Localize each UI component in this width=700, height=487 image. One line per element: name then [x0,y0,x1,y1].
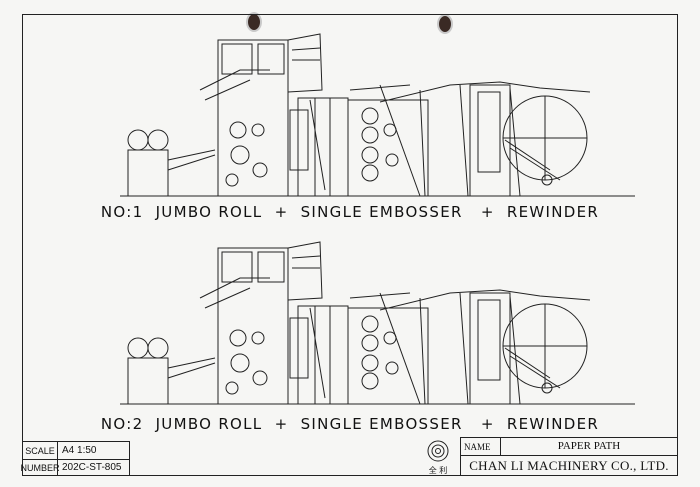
caption-line-2: NO:2 JUMBO ROLL + SINGLE EMBOSSER + REWI… [100,415,600,433]
name-label: NAME [461,438,501,455]
scale-row: SCALE A4 1:50 [23,442,129,460]
company-name: CHAN LI MACHINERY CO., LTD. [469,458,669,473]
punch-hole-right-icon [437,14,453,34]
machine-drawing-1 [120,30,640,200]
number-label: NUMBER [21,459,60,476]
logo-text: 全 利 [429,465,448,475]
name-company-block: NAME PAPER PATH CHAN LI MACHINERY CO., L… [460,437,678,476]
scale-label: SCALE [23,442,58,459]
number-value: 202C-ST-805 [62,462,122,473]
name-row: NAME PAPER PATH [461,438,677,456]
scale-value: A4 1:50 [62,445,97,456]
machine-drawing-2 [120,238,640,408]
company-logo-icon: 全 利 [418,437,458,477]
drawing-frame [22,14,678,476]
caption-line-1: NO:1 JUMBO ROLL + SINGLE EMBOSSER + REWI… [100,203,600,221]
punch-hole-left-icon [246,12,262,32]
machine-line-drawing-1 [120,33,635,197]
name-value: PAPER PATH [557,440,621,452]
machine-line-drawing-2 [120,241,635,405]
scale-number-block: SCALE A4 1:50 NUMBER 202C-ST-805 [21,441,130,476]
number-row: NUMBER 202C-ST-805 [21,459,129,476]
